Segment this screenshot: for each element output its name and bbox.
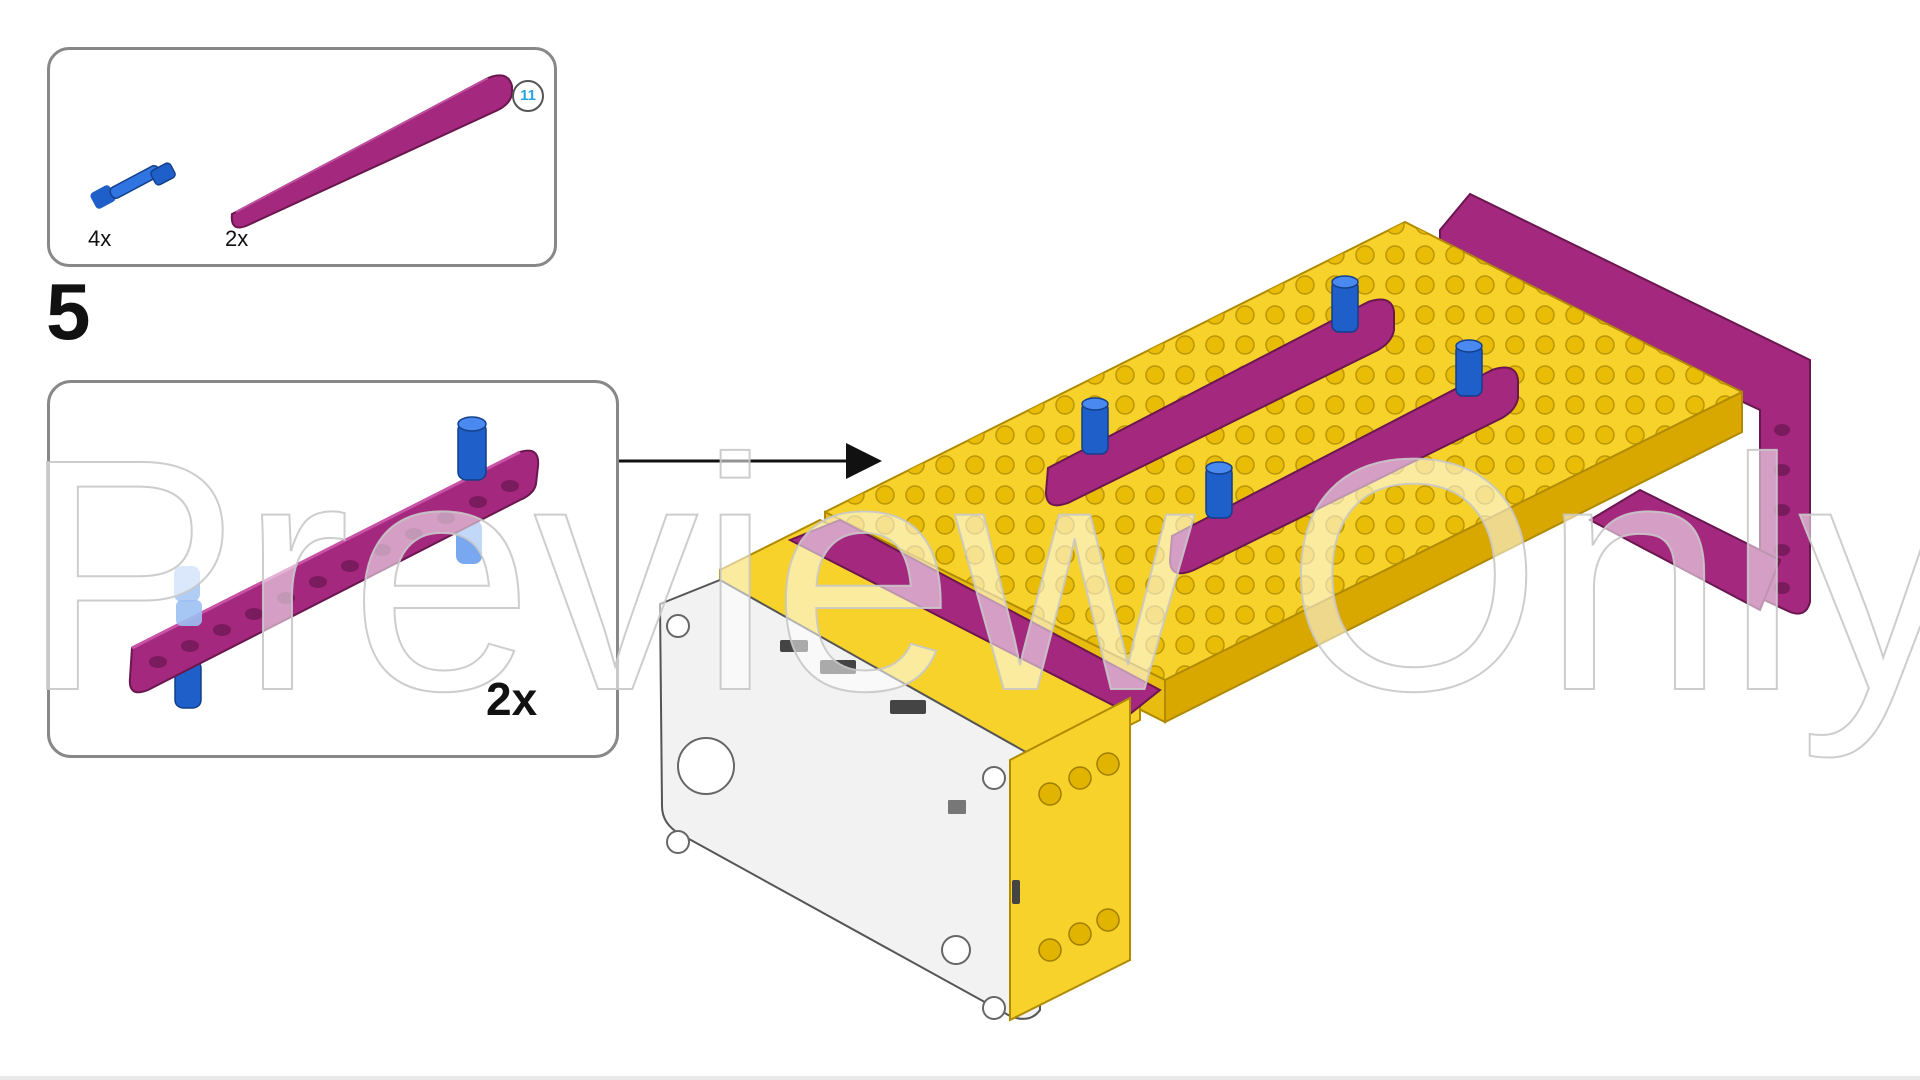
blue-axle-pin-icon xyxy=(90,162,176,209)
subassembly-beam xyxy=(128,416,540,709)
beam-length-callout: 11 xyxy=(512,80,544,112)
bottom-divider xyxy=(0,1076,1920,1080)
parts-quantity-pin: 4x xyxy=(88,226,112,251)
magenta-11-beam-icon xyxy=(230,74,513,229)
parts-quantity-beam: 2x xyxy=(225,226,249,251)
main-model xyxy=(658,192,1811,1022)
parts-list-panel xyxy=(47,47,557,267)
step-number: 5 xyxy=(46,267,91,356)
subassembly-multiplier: 2x xyxy=(486,673,538,725)
